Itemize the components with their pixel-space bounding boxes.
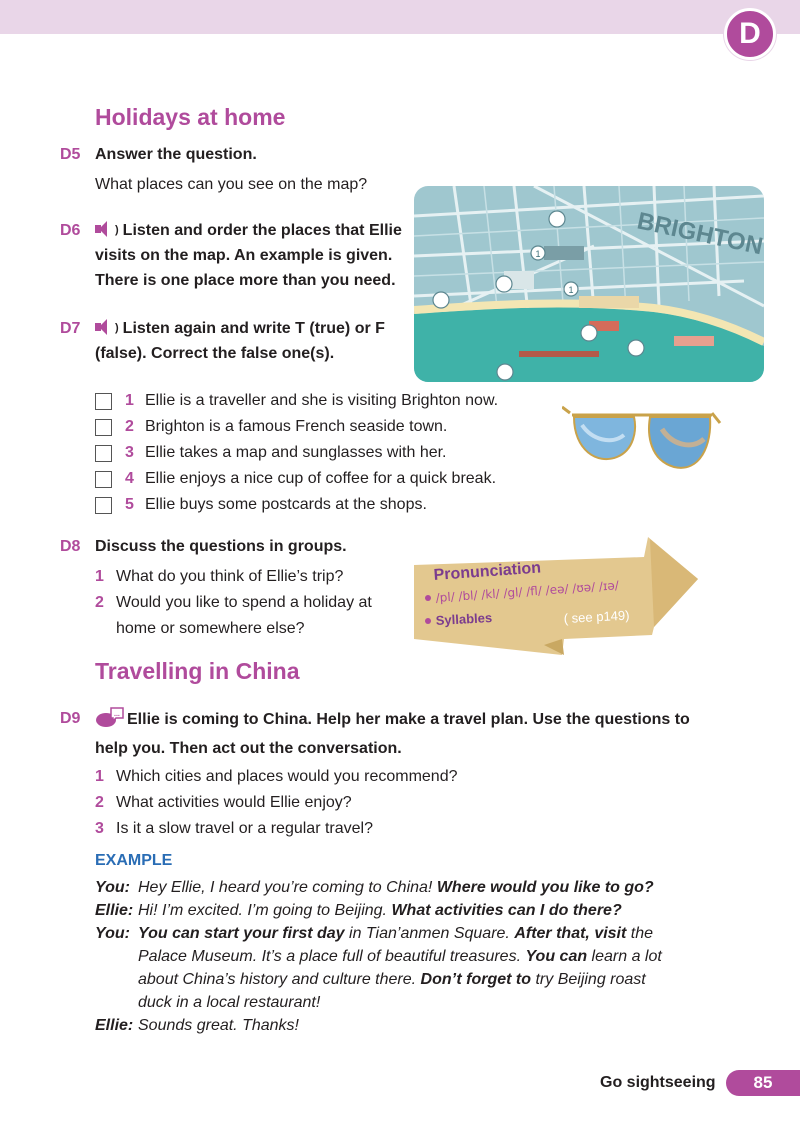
- question-text: Is it a slow travel or a regular travel?: [116, 820, 373, 837]
- d5-instruction: Answer the question.: [95, 146, 257, 163]
- section-title-china: Travelling in China: [95, 658, 300, 684]
- statement-text: Ellie is a traveller and she is visiting…: [145, 392, 499, 409]
- example-label: EXAMPLE: [95, 852, 173, 869]
- item-number: 5: [125, 496, 134, 513]
- sound-waves-icon: ): [115, 322, 119, 334]
- map-place-marker[interactable]: [627, 339, 645, 357]
- audio-icon[interactable]: [95, 221, 109, 237]
- d9-line2: help you. Then act out the conversation.: [95, 740, 402, 757]
- list-item: 5 Ellie buys some postcards at the shops.: [95, 492, 498, 518]
- question-text: Which cities and places would you recomm…: [116, 768, 458, 785]
- item-number: 3: [95, 820, 104, 837]
- list-item: 2 Brighton is a famous French seaside tow…: [95, 414, 498, 440]
- item-number: 2: [125, 418, 134, 435]
- dialogue-line: You: You can start your first day in Tia…: [95, 922, 715, 1014]
- map-marker-number: 1: [535, 249, 540, 259]
- map-place-marker[interactable]: [495, 275, 513, 293]
- list-item: 4 Ellie enjoys a nice cup of coffee for a…: [95, 466, 498, 492]
- item-number: 4: [125, 470, 134, 487]
- tf-answer-box[interactable]: [95, 392, 112, 410]
- true-false-list: 1 Ellie is a traveller and she is visitin…: [95, 388, 498, 518]
- pronunciation-syllables: Syllables: [435, 610, 492, 628]
- map-marker-example: [563, 281, 579, 297]
- statement-text: Brighton is a famous French seaside town…: [145, 418, 448, 435]
- statement-text: Ellie takes a map and sunglasses with he…: [145, 444, 447, 461]
- d6-line1: Listen and order the places that Ellie: [122, 222, 402, 239]
- d7-line1: Listen again and write T (true) or F: [122, 320, 385, 337]
- list-item: 1 Ellie is a traveller and she is visitin…: [95, 388, 498, 414]
- d8-instruction: Discuss the questions in groups.: [95, 538, 347, 555]
- tf-answer-box[interactable]: [95, 444, 112, 462]
- dialogue-line: Ellie: Hi! I’m excited. I’m going to Bei…: [95, 899, 715, 922]
- d8-question-list: 1 What do you think of Ellie’s trip? 2 Wou…: [95, 564, 405, 642]
- question-text: What do you think of Ellie’s trip?: [116, 568, 344, 585]
- audio-icon[interactable]: [95, 319, 109, 335]
- d7-line2: (false). Correct the false one(s).: [95, 345, 335, 362]
- section-title-holidays: Holidays at home: [95, 104, 286, 130]
- d9-line1: Ellie is coming to China. Help her make …: [127, 711, 690, 728]
- speaker-label: You:: [95, 925, 130, 942]
- item-number: 1: [95, 768, 104, 785]
- task-id-d9: D9: [60, 710, 81, 727]
- tf-answer-box[interactable]: [95, 418, 112, 436]
- sunglasses-image: [561, 395, 722, 495]
- speaker-label: Ellie:: [95, 902, 134, 919]
- d6-line3: There is one place more than you need.: [95, 272, 396, 289]
- item-number: 1: [95, 568, 104, 585]
- d5-question: What places can you see on the map?: [95, 176, 368, 193]
- discussion-icon: ...: [95, 706, 125, 736]
- tf-answer-box[interactable]: [95, 470, 112, 488]
- map-place-marker[interactable]: [432, 291, 450, 309]
- map-place-marker[interactable]: [580, 324, 598, 342]
- statement-text: Ellie buys some postcards at the shops.: [145, 496, 427, 513]
- see-page-link[interactable]: ( see p149): [563, 608, 629, 626]
- item-number: 3: [125, 444, 134, 461]
- list-item: 2 What activities would Ellie enjoy?: [95, 790, 695, 816]
- unit-title: Go sightseeing: [600, 1074, 716, 1091]
- tf-answer-box[interactable]: [95, 496, 112, 514]
- page-number: 85: [726, 1070, 800, 1096]
- list-item: 3 Is it a slow travel or a regular travel…: [95, 816, 695, 842]
- top-band: [0, 0, 800, 34]
- question-text: What activities would Ellie enjoy?: [116, 794, 352, 811]
- bullet-icon: [425, 595, 431, 601]
- task-id-d5: D5: [60, 146, 81, 163]
- sound-waves-icon: ): [115, 224, 119, 236]
- task-id-d8: D8: [60, 538, 81, 555]
- task-id-d6: D6: [60, 222, 81, 239]
- item-number: 1: [125, 392, 134, 409]
- d9-instruction: ... Ellie is coming to China. Help her m…: [95, 706, 735, 761]
- map-marker-number: 1: [568, 285, 573, 295]
- brighton-map: BRIGHTON 1 1: [414, 186, 764, 382]
- d6-line2: visits on the map. An example is given.: [95, 247, 393, 264]
- statement-text: Ellie enjoys a nice cup of coffee for a …: [145, 470, 497, 487]
- d9-question-list: 1 Which cities and places would you recom…: [95, 764, 695, 842]
- map-place-marker[interactable]: [548, 210, 566, 228]
- dialogue-line: You: Hey Ellie, I heard you’re coming to…: [95, 876, 715, 899]
- item-number: 2: [95, 794, 104, 811]
- speaker-label: Ellie:: [95, 1017, 134, 1034]
- section-badge: D: [724, 8, 776, 60]
- pronunciation-banner: Pronunciation /pl/ /bl/ /kl/ /gl/ /fl/ /…: [414, 535, 704, 655]
- dialogue-line: Ellie: Sounds great. Thanks!: [95, 1014, 715, 1037]
- bullet-icon: [425, 618, 431, 624]
- d6-instruction: )Listen and order the places that Ellie …: [95, 218, 415, 293]
- example-dialogue: You: Hey Ellie, I heard you’re coming to…: [95, 876, 715, 1037]
- list-item: 1 Which cities and places would you recom…: [95, 764, 695, 790]
- speaker-label: You:: [95, 879, 130, 896]
- svg-text:...: ...: [114, 711, 120, 718]
- task-id-d7: D7: [60, 320, 81, 337]
- map-marker-example: [530, 245, 546, 261]
- list-item: 1 What do you think of Ellie’s trip?: [95, 564, 405, 590]
- map-place-marker[interactable]: [496, 363, 514, 381]
- item-number: 2: [95, 594, 104, 611]
- d7-instruction: )Listen again and write T (true) or F (f…: [95, 316, 415, 366]
- list-item: 3 Ellie takes a map and sunglasses with h…: [95, 440, 498, 466]
